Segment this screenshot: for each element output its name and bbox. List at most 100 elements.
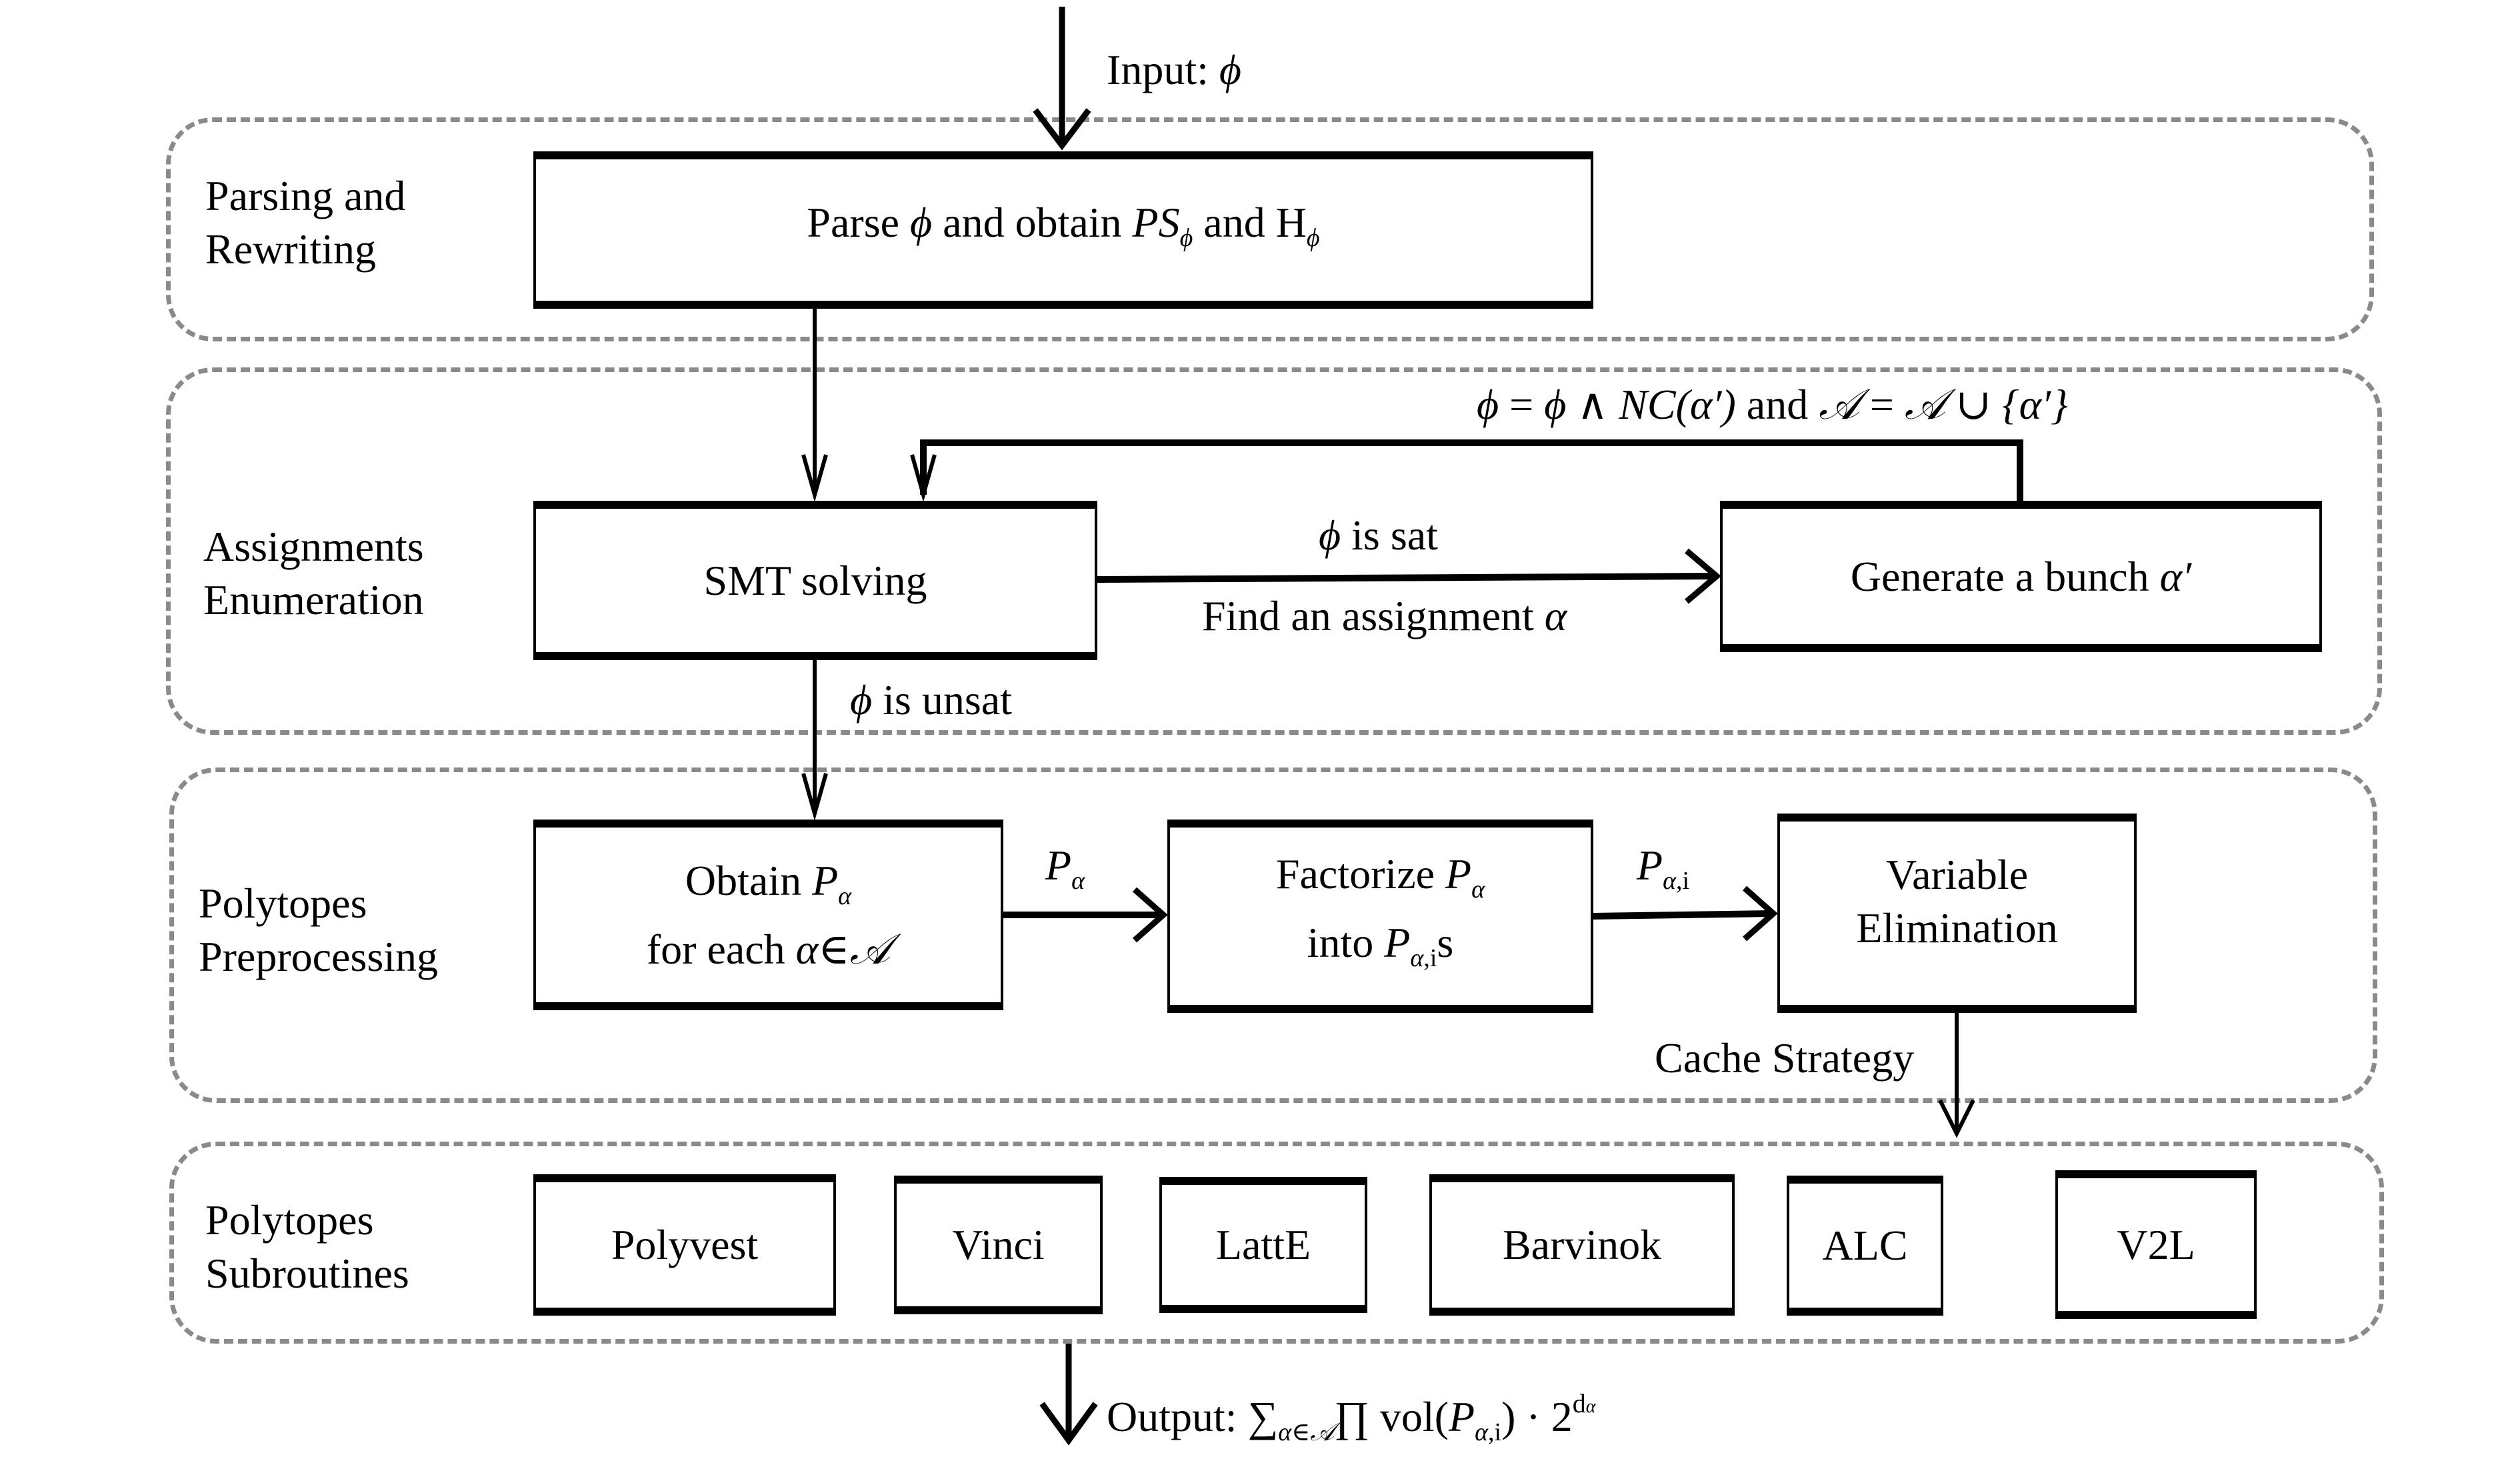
alpha-symbol: α <box>795 925 819 973</box>
ps-subscript: ϕ <box>1179 223 1193 252</box>
p-subscript: α <box>1471 876 1485 904</box>
sat-label: ϕ is sat <box>1319 509 1438 562</box>
exponent: dα <box>1573 1388 1596 1418</box>
variable-text: Variable Elimination <box>1856 848 2057 955</box>
group-label-line: Subroutines <box>205 1250 409 1297</box>
group-label-subroutines: Polytopes Subroutines <box>205 1194 409 1300</box>
text: into <box>1307 919 1385 966</box>
sum-symbol: ∑ <box>1247 1393 1279 1440</box>
factorize-text: Factorize Pα into Pα,is <box>1276 848 1485 985</box>
phi-symbol: ϕ <box>850 676 873 723</box>
p-symbol: P <box>1637 842 1663 889</box>
text: Parse <box>807 198 911 246</box>
p-alpha-label: Pα <box>1045 839 1085 908</box>
text: for each <box>646 925 796 973</box>
feedback-label: ϕ = ϕ ∧ NC(α′) and 𝒜 = 𝒜 ∪ {α′} <box>1477 378 2068 431</box>
subroutine-label: Barvinok <box>1502 1221 1662 1268</box>
p-symbol: P <box>1445 850 1472 898</box>
alpha-symbol: α <box>1544 592 1567 639</box>
p-subscript: α <box>1071 867 1085 895</box>
obtain-polytope-box: Obtain Pα for each α∈𝒜 <box>533 820 1003 1010</box>
text: and obtain <box>932 198 1133 246</box>
p-subscript: α <box>838 882 852 910</box>
text: = <box>1859 381 1905 428</box>
ps-symbol: PS <box>1132 198 1180 246</box>
p-alpha-i-label: Pα,i <box>1637 839 1689 908</box>
text: and <box>1735 381 1819 428</box>
group-label-line: Enumeration <box>203 576 424 623</box>
set-symbol: 𝒜 <box>1819 381 1859 428</box>
in-symbol: ∈ <box>818 925 850 973</box>
nc-symbol: NC <box>1619 381 1676 428</box>
group-label-line: Parsing and <box>205 172 406 219</box>
alpha-prime-symbol: α′ <box>2159 552 2192 600</box>
set-symbol: 𝒜 <box>849 925 891 973</box>
subroutine-label: Vinci <box>952 1221 1045 1268</box>
subroutine-alc: ALC <box>1787 1176 1943 1316</box>
sum-subscript: α∈𝒜 <box>1278 1418 1335 1446</box>
text: vol( <box>1369 1393 1449 1440</box>
p-subscript: α <box>1410 944 1424 972</box>
variable-line2: Elimination <box>1856 904 2058 952</box>
generate-bunch-box: Generate a bunch α′ <box>1720 501 2322 652</box>
obtain-text: Obtain Pα for each α∈𝒜 <box>647 854 890 976</box>
assignment-label: Find an assignment α <box>1202 589 1567 643</box>
text: Generate a bunch <box>1850 552 2160 600</box>
factorize-line1: Factorize Pα <box>1276 848 1485 916</box>
group-polytopes-subroutines <box>169 1142 2384 1344</box>
obtain-line1: Obtain Pα <box>647 854 890 923</box>
text: ) · 2 <box>1501 1393 1573 1440</box>
text: (α′) <box>1675 381 1736 428</box>
factorize-box: Factorize Pα into Pα,is <box>1167 820 1593 1013</box>
group-label-line: Rewriting <box>205 225 376 273</box>
group-assignments-enumeration <box>166 367 2382 735</box>
unsat-label: ϕ is unsat <box>850 673 1012 727</box>
h-subscript: ϕ <box>1306 223 1320 252</box>
subroutine-latte: LattE <box>1159 1177 1367 1313</box>
subroutine-vinci: Vinci <box>894 1176 1103 1314</box>
subroutine-label: V2L <box>2117 1220 2195 1268</box>
subroutine-polyvest: Polyvest <box>533 1174 836 1316</box>
variable-to-subroutines-head <box>1938 1099 1975 1138</box>
text: Factorize <box>1275 850 1446 898</box>
subroutine-label: ALC <box>1822 1222 1908 1269</box>
group-label-line: Assignments <box>203 523 424 570</box>
text: ∧ <box>1566 381 1619 428</box>
text: Output: <box>1107 1393 1248 1440</box>
product-symbol: ∏ <box>1334 1393 1369 1440</box>
subroutine-label: Polyvest <box>611 1221 759 1268</box>
variable-elimination-box: Variable Elimination <box>1777 814 2137 1013</box>
output-label: Output: ∑α∈𝒜∏ vol(Pα,i) · 2dα <box>1107 1377 1595 1459</box>
output-arrow-head <box>1039 1402 1098 1445</box>
input-text: Input: <box>1107 46 1219 93</box>
p-symbol: P <box>812 856 839 904</box>
p-subscript: α <box>1475 1418 1489 1446</box>
p-symbol: P <box>1045 842 1072 889</box>
p-subscript-index: ,i <box>1488 1418 1502 1446</box>
p-symbol: P <box>1384 919 1411 966</box>
subroutine-barvinok: Barvinok <box>1429 1174 1735 1316</box>
group-parsing-rewriting <box>166 117 2374 341</box>
set-symbol: 𝒜 <box>1904 381 1945 428</box>
p-subscript: α <box>1663 867 1677 895</box>
p-subscript-index: ,i <box>1423 944 1437 972</box>
group-label-line: Preprocessing <box>199 933 439 980</box>
variable-line1: Variable <box>1885 851 2029 898</box>
text: ∪ {α′} <box>1945 381 2068 428</box>
group-label-preprocessing: Polytopes Preprocessing <box>199 877 438 984</box>
phi-symbol: ϕ <box>1477 381 1499 428</box>
p-subscript-index: ,i <box>1676 867 1690 895</box>
text: Obtain <box>685 856 813 904</box>
exponent-base: d <box>1572 1388 1586 1418</box>
factorize-line2: into Pα,is <box>1276 916 1485 985</box>
subroutine-v2l: V2L <box>2055 1170 2257 1319</box>
group-label-line: Polytopes <box>199 880 367 927</box>
group-label-line: Polytopes <box>205 1196 374 1244</box>
input-symbol: ϕ <box>1219 46 1241 93</box>
text: = <box>1499 381 1545 428</box>
smt-solving-box: SMT solving <box>533 501 1097 660</box>
parse-box-text: Parse ϕ and obtain PSϕ and Hϕ <box>807 196 1319 265</box>
phi-symbol: ϕ <box>1319 511 1341 559</box>
exponent-subscript: α <box>1585 1396 1596 1417</box>
p-symbol: P <box>1449 1393 1475 1440</box>
